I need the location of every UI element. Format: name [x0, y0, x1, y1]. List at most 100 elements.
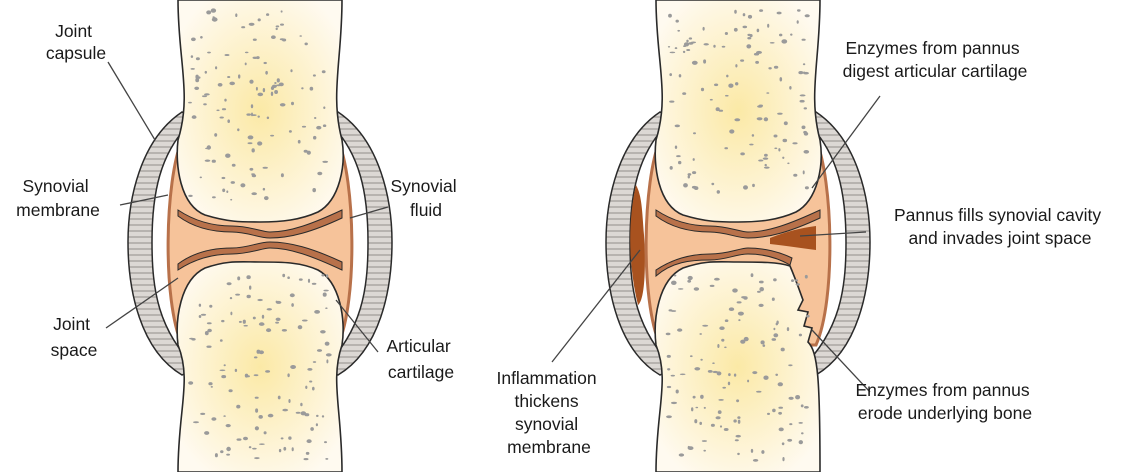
bone-speckle	[251, 192, 257, 195]
bone-speckle	[317, 349, 322, 352]
bone-speckle	[779, 428, 784, 432]
bone-speckle	[282, 274, 285, 277]
bone-speckle	[679, 453, 684, 456]
bone-speckle	[667, 355, 671, 358]
bone-speckle	[250, 168, 254, 171]
bone-speckle	[240, 183, 245, 187]
bone-speckle	[761, 450, 764, 454]
bone-speckle	[699, 422, 702, 425]
bone-speckle	[207, 145, 211, 149]
bone-speckle	[225, 154, 230, 158]
label-enzymes-erode: Enzymes from pannus erode underlying bon…	[856, 380, 1035, 423]
bone-speckle	[741, 296, 746, 298]
bone-speckle	[688, 175, 690, 178]
bone-speckle	[203, 103, 207, 105]
bone-speckle	[271, 92, 273, 96]
bone-speckle	[314, 117, 316, 119]
bone-speckle	[253, 39, 257, 41]
bone-speckle	[263, 167, 268, 169]
bone-speckle	[189, 338, 194, 340]
bone-speckle	[323, 106, 325, 109]
right-joint	[606, 0, 870, 472]
bone-speckle	[747, 380, 749, 383]
bone-speckle	[787, 163, 789, 165]
bone-speckle	[789, 86, 791, 90]
bone-speckle	[729, 307, 734, 311]
bone-speckle	[230, 312, 232, 316]
bone-speckle	[244, 325, 248, 327]
bone-speckle	[227, 76, 230, 78]
bone-speckle	[193, 421, 199, 423]
bone-speckle	[325, 458, 328, 460]
bone-speckle	[258, 18, 261, 21]
bone-speckle	[254, 356, 258, 358]
bone-speckle	[206, 346, 211, 348]
bone-speckle	[717, 190, 720, 194]
label-joint-space: Joint space	[51, 314, 98, 360]
bone-speckle	[246, 275, 250, 279]
bone-speckle	[220, 117, 224, 119]
bone-speckle	[308, 279, 310, 283]
bone-speckle	[288, 436, 291, 439]
bone-speckle	[740, 152, 745, 155]
bone-speckle	[729, 129, 734, 133]
bone-speckle	[752, 184, 755, 187]
bone-speckle	[702, 440, 707, 442]
bone-speckle	[282, 409, 288, 412]
bone-speckle	[676, 20, 679, 23]
bone-speckle	[668, 14, 672, 18]
bone-speckle	[793, 174, 797, 177]
bone-speckle	[200, 177, 202, 179]
bone-speckle	[207, 322, 212, 324]
bone-speckle	[224, 364, 226, 366]
bone-speckle	[211, 417, 216, 421]
bone-speckle	[316, 126, 321, 130]
bone-speckle	[225, 54, 230, 56]
bone-speckle	[703, 450, 706, 452]
bone-speckle	[747, 34, 751, 36]
bone-speckle	[770, 42, 775, 44]
bone-speckle	[732, 288, 738, 292]
bone-speckle	[299, 35, 302, 37]
bone-speckle	[202, 95, 207, 97]
bone-speckle	[700, 359, 702, 361]
bone-speckle	[301, 411, 307, 415]
bone-speckle	[215, 453, 218, 457]
bone-speckle	[263, 188, 265, 191]
bone-speckle	[222, 189, 225, 193]
bone-speckle	[763, 157, 768, 159]
bone-speckle	[241, 26, 245, 28]
bone-speckle	[254, 374, 259, 376]
bone-speckle	[772, 409, 776, 413]
bone-speckle	[237, 128, 239, 131]
bone-speckle	[724, 347, 727, 349]
bone-speckle	[787, 327, 789, 331]
bone-speckle	[235, 294, 240, 296]
bone-speckle	[800, 100, 805, 103]
bone-speckle	[212, 16, 214, 18]
bone-speckle	[722, 387, 726, 389]
bone-speckle	[689, 37, 692, 39]
bone-speckle	[305, 43, 308, 46]
bone-speckle	[702, 325, 708, 327]
bone-speckle	[711, 424, 715, 427]
bone-speckle	[708, 370, 713, 373]
bone-speckle	[287, 373, 289, 377]
bone-speckle	[226, 454, 230, 456]
bone-speckle	[749, 144, 753, 146]
bone-speckle	[676, 390, 679, 394]
bone-speckle	[237, 438, 242, 440]
bone-speckle	[669, 309, 673, 311]
bone-speckle	[805, 186, 809, 189]
bone-speckle	[725, 319, 729, 322]
bone-speckle	[223, 415, 225, 417]
bone-speckle	[226, 424, 231, 427]
bone-speckle	[724, 147, 728, 149]
bone-speckle	[767, 24, 769, 28]
bone-speckle	[245, 52, 249, 54]
bone-speckle	[248, 135, 254, 139]
bone-speckle	[252, 148, 255, 152]
bone-speckle	[276, 318, 281, 321]
bone-speckle	[323, 290, 328, 292]
bone-speckle	[227, 282, 232, 285]
